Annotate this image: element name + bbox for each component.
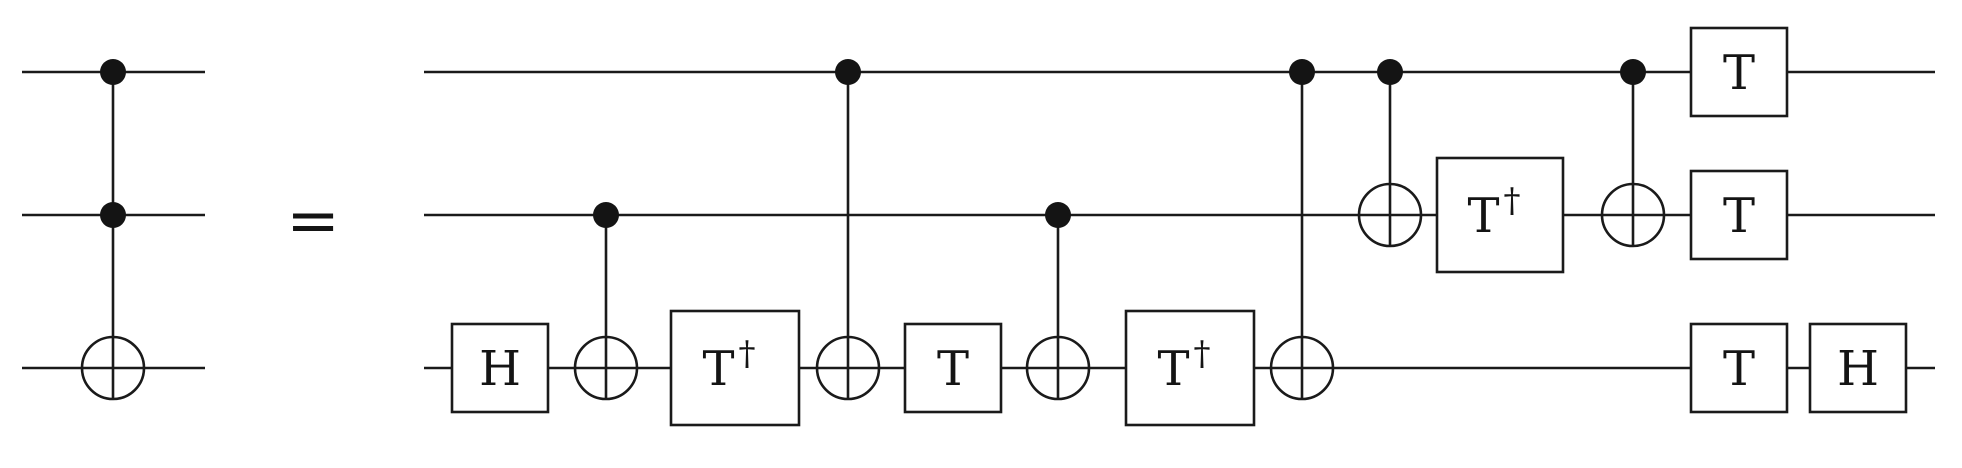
rhs-circuit: H T† T T† T† T T T H [424,26,1935,427]
gate-box [1124,309,1256,427]
gate-t-dagger-q2: T† [669,309,801,427]
gate-t-q2: T [903,322,1003,414]
cnot-control-dot [1045,202,1071,228]
gate-label: T [1723,341,1755,397]
cnot-control-dot [593,202,619,228]
gate-t-q2: T [1689,322,1789,414]
lhs-control-dot [100,202,126,228]
gate-label: T† [702,334,755,397]
cnot-c0-t2 [815,59,881,401]
cnot-c0-t1 [1600,59,1666,248]
gate-box [903,322,1003,414]
equals-sign: = [286,184,340,258]
gate-box [1689,169,1789,261]
gate-label: T [1723,45,1755,101]
cnot-control-dot [1620,59,1646,85]
cnot-control-dot [1377,59,1403,85]
cnot-c1-t2 [1025,202,1091,401]
cnot-control-dot [835,59,861,85]
gate-label: T [937,341,969,397]
gate-box [450,322,550,414]
gate-t-q0: T [1689,26,1789,118]
gate-label: T† [1157,334,1210,397]
gate-t-dagger-q2: T† [1124,309,1256,427]
cnot-c1-t2 [573,202,639,401]
lhs-circuit [22,59,205,401]
cnot-c0-t1 [1357,59,1423,248]
gate-t-dagger-q1: T† [1435,156,1565,274]
gate-h-q2: H [450,322,550,414]
cnot-c0-t2 [1269,59,1335,401]
gate-box [669,309,801,427]
gate-box [1689,26,1789,118]
gate-label: H [479,341,521,397]
lhs-control-dot [100,59,126,85]
gate-label: T [1723,188,1755,244]
gate-box [1435,156,1565,274]
gate-t-q1: T [1689,169,1789,261]
cnot-control-dot [1289,59,1315,85]
gate-box [1689,322,1789,414]
gate-label: H [1837,341,1879,397]
gate-box [1808,322,1908,414]
gate-h-q2: H [1808,322,1908,414]
gate-label: T† [1467,181,1520,244]
